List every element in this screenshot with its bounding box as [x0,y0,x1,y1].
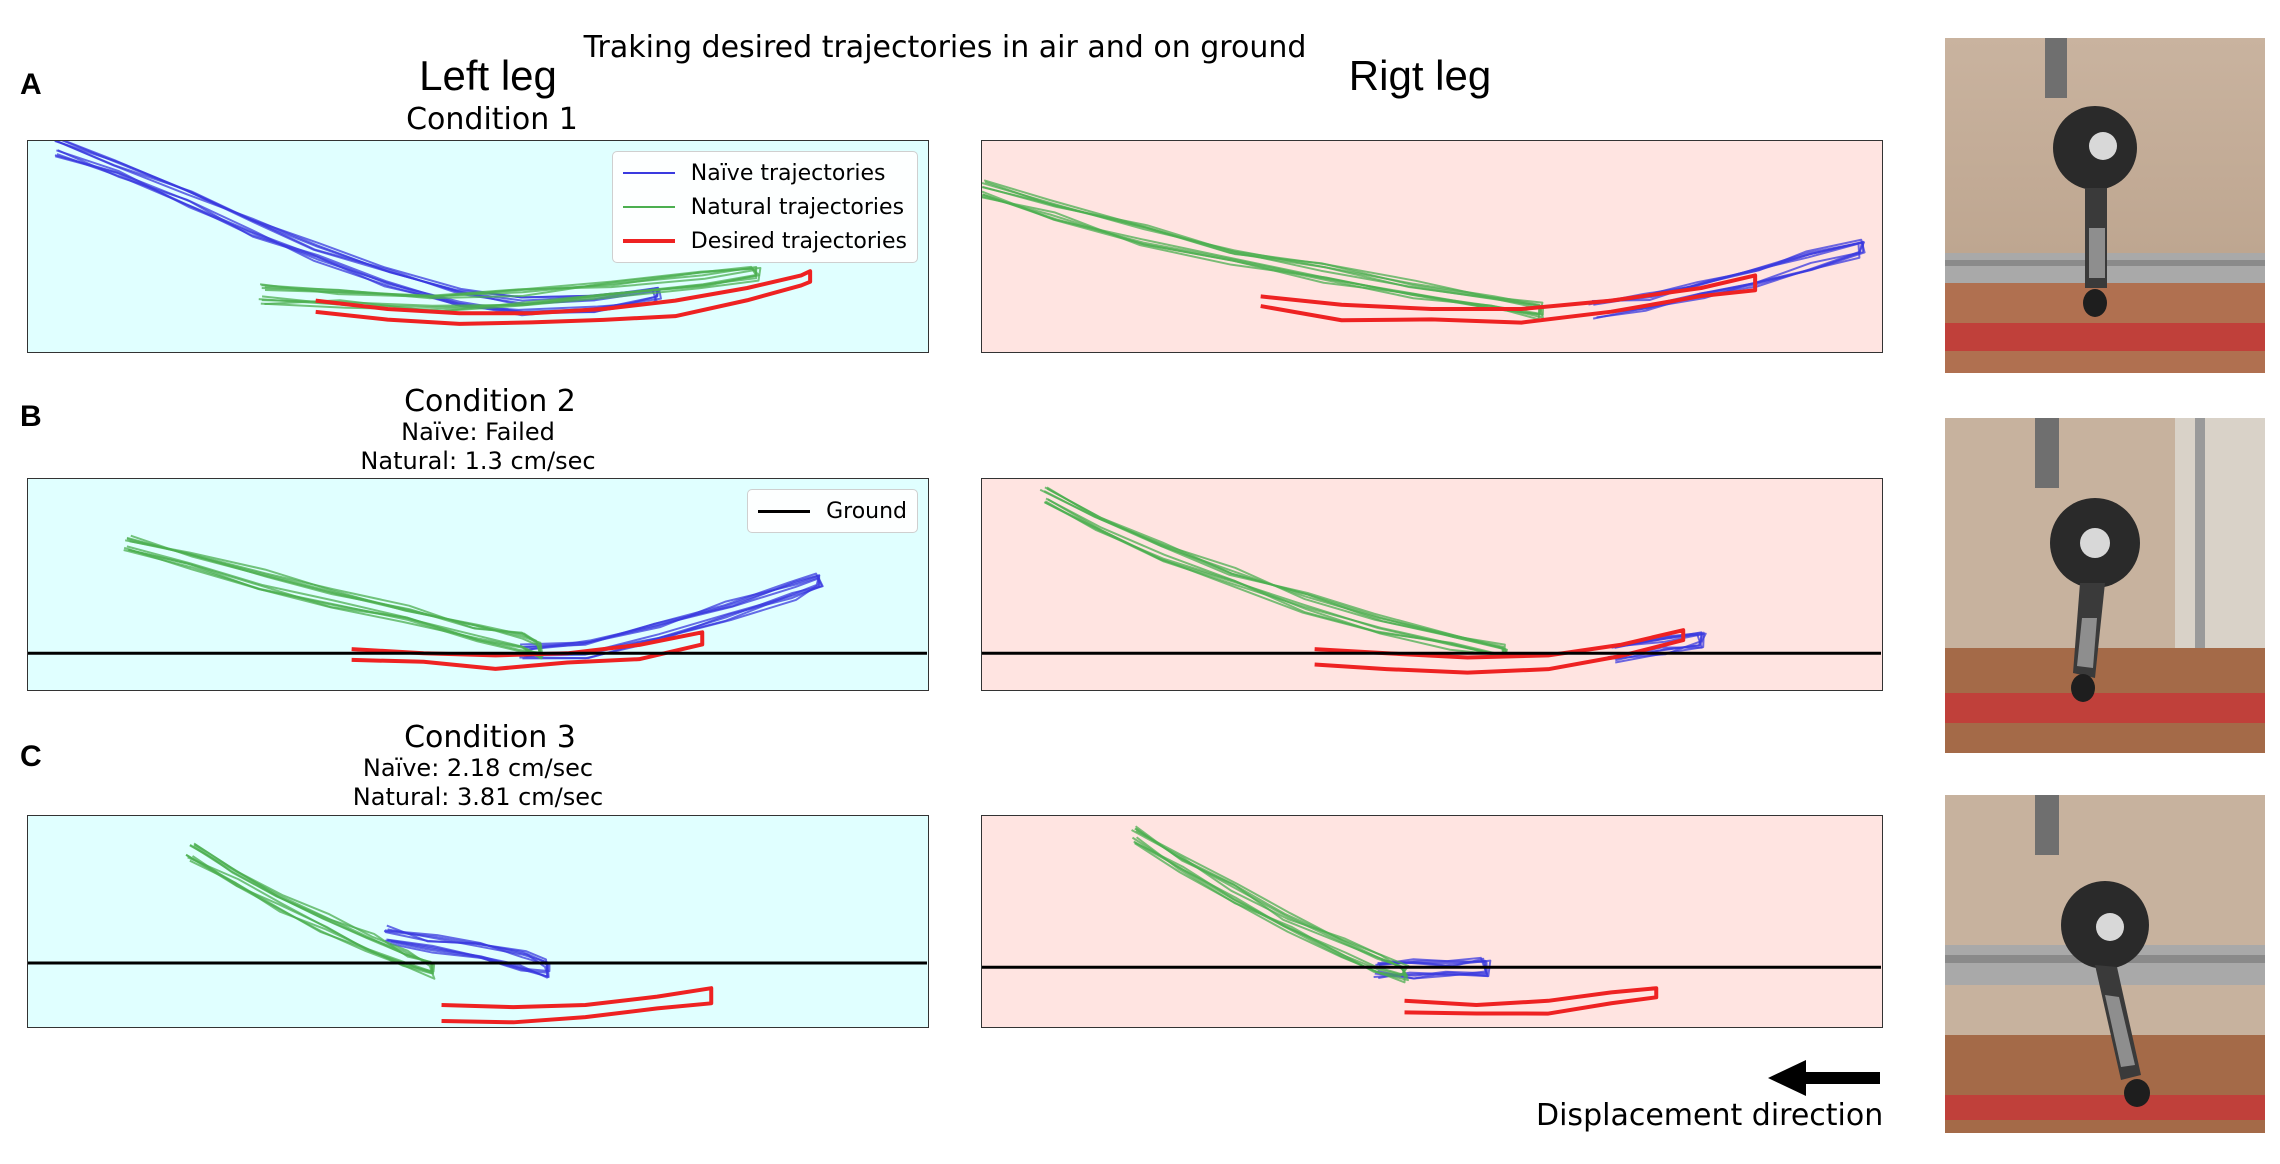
naive-trajectory-path [524,577,824,658]
legend-ground: Ground [758,494,907,528]
desired-trajectory [1404,986,1659,1016]
naive-trajectory-path [1591,242,1861,320]
condition-3-natural-speed: Natural: 3.81 cm/sec [352,783,604,811]
trajectory-legend: Naïve trajectories Natural trajectories … [611,151,918,263]
plot-c-left-leg [27,815,929,1028]
legend-desired-swatch [622,239,675,243]
plot-a-left-leg: Naïve trajectories Natural trajectories … [27,140,929,353]
natural-trajectory-path [261,265,757,313]
naive-trajectory-path [383,930,549,978]
desired-trajectory-path [1260,273,1758,325]
legend-naive-swatch [622,172,675,174]
desired-trajectory-path [1404,986,1659,1016]
robot-photo-condition-1 [1945,38,2265,373]
naive-trajectory [53,141,662,317]
robot-photo-condition-2 [1945,418,2265,753]
naive-trajectory [519,572,824,660]
natural-trajectory-path [1046,487,1505,657]
figure-title: Traking desired trajectories in air and … [583,30,1307,65]
naive-trajectory [383,924,551,979]
left-leg-heading: Left leg [419,52,557,99]
condition-2-naive-speed: Naïve: Failed [401,418,555,446]
plot-b-left-leg: Ground [27,478,929,691]
natural-trajectory [258,265,762,314]
panel-letter-c: C [20,740,42,773]
natural-trajectory [123,534,544,660]
desired-trajectory [1260,273,1758,325]
desired-trajectory [441,986,714,1025]
desired-trajectory-path [351,630,705,671]
desired-trajectory [315,269,813,326]
displacement-direction-label: Displacement direction [1536,1098,1884,1133]
condition-3-naive-speed: Naïve: 2.18 cm/sec [362,754,594,782]
condition-2-label: Condition 2 [404,384,576,419]
plot-canvas [28,534,927,671]
legend-naive: Naïve trajectories [622,156,907,190]
legend-ground-swatch [758,509,811,513]
plot-canvas [53,141,813,326]
plot-c-right-leg [981,815,1883,1028]
legend-naive-label: Naïve trajectories [690,160,886,186]
natural-trajectory-path [258,266,762,309]
natural-trajectory-path [1131,829,1409,982]
plot-canvas [982,825,1881,1016]
condition-3-label: Condition 3 [404,720,576,755]
natural-trajectory [1131,825,1410,984]
plot-canvas [28,842,927,1025]
desired-trajectory [351,630,705,671]
natural-trajectory [185,842,436,980]
natural-trajectory-path [123,539,544,658]
robot-photo-condition-3 [1945,795,2265,1133]
panel-letter-a: A [20,68,42,101]
displacement-arrow-icon [1768,1058,1880,1098]
plot-b-right-leg [981,478,1883,691]
natural-trajectory-path [1043,490,1506,659]
natural-trajectory-path [982,180,1541,321]
naive-trajectory-path [1607,633,1704,659]
right-leg-heading: Rigt leg [1348,52,1492,99]
natural-trajectory-path [185,842,436,980]
naive-trajectory-path [386,924,548,974]
naive-trajectory-path [55,141,658,315]
legend-natural-swatch [622,206,675,208]
panel-letter-b: B [20,400,42,433]
desired-trajectory [1314,628,1686,675]
plot-canvas [982,486,1881,675]
legend-ground-label: Ground [826,498,907,524]
plot-a-right-leg [981,140,1883,353]
legend-desired: Desired trajectories [622,224,907,258]
legend-natural: Natural trajectories [622,190,907,224]
legend-natural-label: Natural trajectories [690,194,905,220]
legend-desired-label: Desired trajectories [690,228,907,254]
desired-trajectory-path [1314,628,1686,675]
natural-trajectory [1039,486,1508,659]
condition-2-natural-speed: Natural: 1.3 cm/sec [360,447,596,475]
plot-canvas [982,179,1866,325]
ground-legend: Ground [747,489,918,533]
natural-trajectory-path [128,534,542,654]
natural-trajectory-path [1043,486,1508,658]
desired-trajectory-path [315,269,813,326]
condition-1-label: Condition 1 [406,102,578,137]
natural-trajectory-path [982,182,1541,316]
naive-trajectory-path [54,141,660,313]
desired-trajectory-path [441,986,714,1025]
